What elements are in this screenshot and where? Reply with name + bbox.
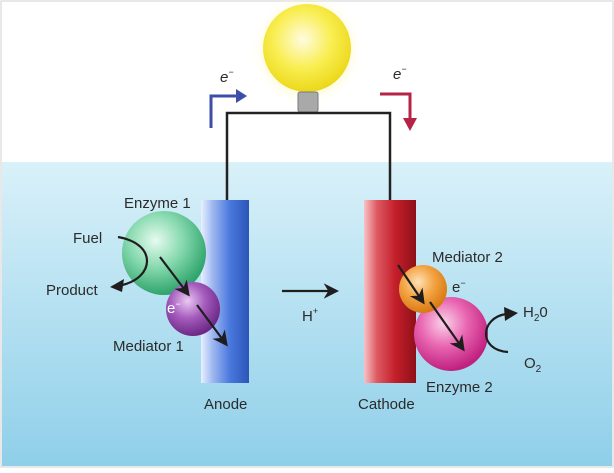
- proton-label: H+: [302, 306, 318, 325]
- circuit-wire: [225, 111, 392, 200]
- enzyme1-electron-arrow: [159, 256, 190, 297]
- product-label: Product: [46, 282, 99, 299]
- mediator2-electron-arrow: [397, 264, 425, 305]
- fuel-to-product-arrowhead: [110, 279, 124, 292]
- anode-label: Anode: [204, 396, 247, 413]
- electron-flow-right-arrowhead: [403, 118, 417, 131]
- water-label: H20: [523, 304, 548, 324]
- fuel-label: Fuel: [73, 230, 102, 247]
- enzyme2-electron-arrow: [429, 301, 465, 352]
- electron-right-label: e−: [393, 64, 407, 83]
- light-bulb: [263, 4, 351, 92]
- cathode-label: Cathode: [358, 396, 415, 413]
- mediator2-sphere: [399, 265, 447, 313]
- electron-flow-left-arrow: [209, 94, 241, 128]
- mediator2-label: Mediator 2: [432, 249, 503, 266]
- oxygen-to-water-arrow: [484, 312, 509, 354]
- mediator1-electron-arrow: [196, 304, 228, 347]
- enzyme1-label: Enzyme 1: [124, 195, 191, 212]
- bulb-base: [297, 91, 319, 113]
- electron-left-label: e−: [220, 67, 234, 86]
- enzyme2-label: Enzyme 2: [426, 379, 493, 396]
- mediator1-electron-label: e−: [167, 299, 181, 317]
- fuel-to-product-arrow: [117, 235, 148, 287]
- oxygen-label: O2: [524, 355, 542, 375]
- electron-flow-left-arrowhead: [236, 89, 247, 103]
- mediator2-electron-label: e−: [452, 278, 466, 296]
- oxygen-to-water-arrowhead: [504, 307, 518, 321]
- enzyme2-sphere: [414, 297, 488, 371]
- mediator1-label: Mediator 1: [113, 338, 184, 355]
- electron-flow-right-arrow: [380, 92, 412, 124]
